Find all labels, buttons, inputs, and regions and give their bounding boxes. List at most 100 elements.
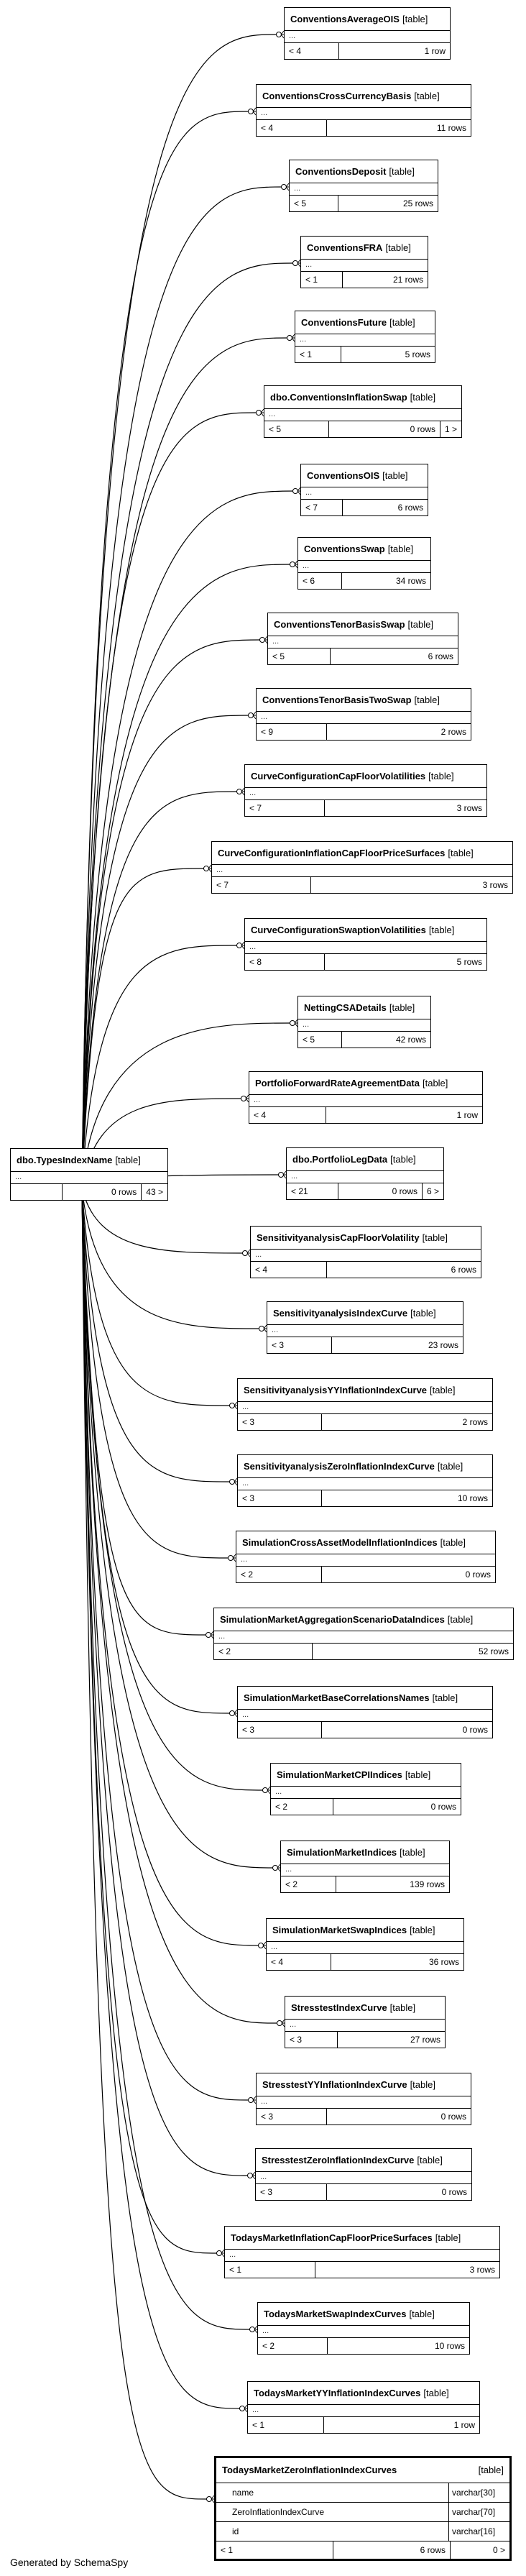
table-name[interactable]: NettingCSADetails <box>304 1002 387 1013</box>
table-header[interactable]: SimulationMarketBaseCorrelationsNames[ta… <box>238 1687 492 1710</box>
related-table[interactable]: StresstestZeroInflationIndexCurve[table]… <box>255 2148 472 2201</box>
table-name[interactable]: PortfolioForwardRateAgreementData <box>255 1078 420 1088</box>
table-header[interactable]: CurveConfigurationCapFloorVolatilities[t… <box>245 765 486 788</box>
table-header[interactable]: ConventionsDeposit[table] <box>290 160 438 183</box>
table-header[interactable]: SimulationMarketAggregationScenarioDataI… <box>214 1608 513 1631</box>
table-header[interactable]: dbo.PortfolioLegData[table] <box>287 1148 443 1171</box>
table-name[interactable]: SensitivityanalysisZeroInflationIndexCur… <box>244 1461 435 1472</box>
related-table[interactable]: CurveConfigurationCapFloorVolatilities[t… <box>244 764 487 817</box>
table-header[interactable]: TodaysMarketYYInflationIndexCurves[table… <box>248 2382 479 2405</box>
table-name[interactable]: dbo.ConventionsInflationSwap <box>270 392 407 403</box>
table-header[interactable]: NettingCSADetails[table] <box>298 996 430 1019</box>
related-table[interactable]: SimulationMarketAggregationScenarioDataI… <box>213 1608 514 1660</box>
table-header[interactable]: SensitivityanalysisCapFloorVolatility[ta… <box>251 1227 481 1250</box>
table-name[interactable]: SimulationMarketCPIIndices <box>277 1769 402 1780</box>
table-name[interactable]: SimulationMarketAggregationScenarioDataI… <box>220 1614 445 1625</box>
table-header[interactable]: SensitivityanalysisYYInflationIndexCurve… <box>238 1379 492 1402</box>
related-table[interactable]: StresstestYYInflationIndexCurve[table]..… <box>256 2073 471 2125</box>
related-table[interactable]: SimulationMarketSwapIndices[table]...< 4… <box>266 1918 464 1971</box>
table-name[interactable]: StresstestIndexCurve <box>291 2002 387 2013</box>
table-name[interactable]: ConventionsTenorBasisSwap <box>274 619 405 630</box>
table-name[interactable]: CurveConfigurationCapFloorVolatilities <box>251 771 426 781</box>
table-name[interactable]: SimulationMarketIndices <box>287 1847 397 1858</box>
table-header[interactable]: SensitivityanalysisZeroInflationIndexCur… <box>238 1455 492 1478</box>
table-header[interactable]: ConventionsAverageOIS[table] <box>285 8 450 31</box>
table-header[interactable]: StresstestYYInflationIndexCurve[table] <box>257 2073 471 2096</box>
table-name[interactable]: TodaysMarketInflationCapFloorPriceSurfac… <box>231 2232 433 2243</box>
table-header[interactable]: TodaysMarketSwapIndexCurves[table] <box>258 2303 469 2326</box>
focus-table[interactable]: TodaysMarketZeroInflationIndexCurves[tab… <box>214 2456 512 2561</box>
table-header[interactable]: SimulationMarketCPIIndices[table] <box>271 1764 461 1787</box>
table-header[interactable]: ConventionsCrossCurrencyBasis[table] <box>257 85 471 108</box>
related-table[interactable]: SensitivityanalysisCapFloorVolatility[ta… <box>250 1226 481 1278</box>
table-header[interactable]: SensitivityanalysisIndexCurve[table] <box>267 1302 463 1325</box>
related-table[interactable]: PortfolioForwardRateAgreementData[table]… <box>249 1071 483 1124</box>
table-name[interactable]: SimulationMarketBaseCorrelationsNames <box>244 1692 430 1703</box>
table-name[interactable]: TodaysMarketSwapIndexCurves <box>264 2309 407 2319</box>
table-header[interactable]: ConventionsSwap[table] <box>298 538 430 561</box>
related-table[interactable]: SimulationMarketBaseCorrelationsNames[ta… <box>237 1686 493 1738</box>
table-name[interactable]: SensitivityanalysisYYInflationIndexCurve <box>244 1385 428 1395</box>
table-header[interactable]: ConventionsFuture[table] <box>295 311 435 334</box>
table-name[interactable]: ConventionsOIS <box>307 470 380 481</box>
table-name[interactable]: ConventionsFuture <box>301 317 387 328</box>
related-table[interactable]: ConventionsTenorBasisTwoSwap[table]...< … <box>256 688 471 741</box>
table-header[interactable]: SimulationMarketIndices[table] <box>281 1841 449 1864</box>
table-name[interactable]: ConventionsFRA <box>307 242 383 253</box>
table-header[interactable]: ConventionsTenorBasisTwoSwap[table] <box>257 689 471 712</box>
table-name[interactable]: StresstestZeroInflationIndexCurve <box>262 2155 415 2165</box>
table-header[interactable]: ConventionsFRA[table] <box>301 237 428 260</box>
table-name[interactable]: ConventionsAverageOIS <box>290 14 400 24</box>
table-name[interactable]: ConventionsDeposit <box>295 166 387 177</box>
table-name[interactable]: TodaysMarketZeroInflationIndexCurves <box>222 2465 397 2475</box>
table-name[interactable]: StresstestYYInflationIndexCurve <box>262 2079 407 2090</box>
related-table[interactable]: SensitivityanalysisIndexCurve[table]...<… <box>267 1301 463 1354</box>
related-table[interactable]: TodaysMarketInflationCapFloorPriceSurfac… <box>224 2226 500 2278</box>
table-header[interactable]: ConventionsTenorBasisSwap[table] <box>268 613 458 636</box>
table-name[interactable]: ConventionsTenorBasisTwoSwap <box>262 695 412 705</box>
related-table[interactable]: CurveConfigurationSwaptionVolatilities[t… <box>244 918 487 971</box>
table-header[interactable]: CurveConfigurationSwaptionVolatilities[t… <box>245 919 486 942</box>
table-name[interactable]: dbo.TypesIndexName <box>17 1155 113 1165</box>
table-name[interactable]: TodaysMarketYYInflationIndexCurves <box>254 2388 421 2398</box>
table-name[interactable]: SensitivityanalysisIndexCurve <box>273 1308 408 1319</box>
related-table[interactable]: TodaysMarketYYInflationIndexCurves[table… <box>247 2381 480 2434</box>
table-name[interactable]: ConventionsSwap <box>304 544 385 554</box>
table-name[interactable]: CurveConfigurationInflationCapFloorPrice… <box>218 848 446 858</box>
table-header[interactable]: StresstestIndexCurve[table] <box>285 1997 445 2020</box>
table-name[interactable]: dbo.PortfolioLegData <box>292 1154 388 1165</box>
table-header[interactable]: StresstestZeroInflationIndexCurve[table] <box>256 2149 471 2172</box>
table-header[interactable]: SimulationMarketSwapIndices[table] <box>267 1919 463 1942</box>
table-header[interactable]: TodaysMarketInflationCapFloorPriceSurfac… <box>225 2227 499 2250</box>
related-table[interactable]: SimulationCrossAssetModelInflationIndice… <box>236 1531 496 1583</box>
table-header[interactable]: CurveConfigurationInflationCapFloorPrice… <box>212 842 512 865</box>
related-table[interactable]: dbo.ConventionsInflationSwap[table]...< … <box>264 385 462 438</box>
related-table[interactable]: SensitivityanalysisZeroInflationIndexCur… <box>237 1454 493 1507</box>
table-header[interactable]: SimulationCrossAssetModelInflationIndice… <box>236 1531 495 1554</box>
table-header[interactable]: ConventionsOIS[table] <box>301 464 428 487</box>
table-header[interactable]: dbo.TypesIndexName[table] <box>11 1149 167 1172</box>
table-name[interactable]: ConventionsCrossCurrencyBasis <box>262 91 412 101</box>
related-table[interactable]: TodaysMarketSwapIndexCurves[table]...< 2… <box>257 2302 470 2355</box>
table-header[interactable]: PortfolioForwardRateAgreementData[table] <box>249 1072 482 1095</box>
related-table[interactable]: SensitivityanalysisYYInflationIndexCurve… <box>237 1378 493 1431</box>
table-header[interactable]: TodaysMarketZeroInflationIndexCurves[tab… <box>216 2458 509 2483</box>
table-header[interactable]: dbo.ConventionsInflationSwap[table] <box>264 386 461 409</box>
table-name[interactable]: SimulationCrossAssetModelInflationIndice… <box>242 1537 438 1548</box>
